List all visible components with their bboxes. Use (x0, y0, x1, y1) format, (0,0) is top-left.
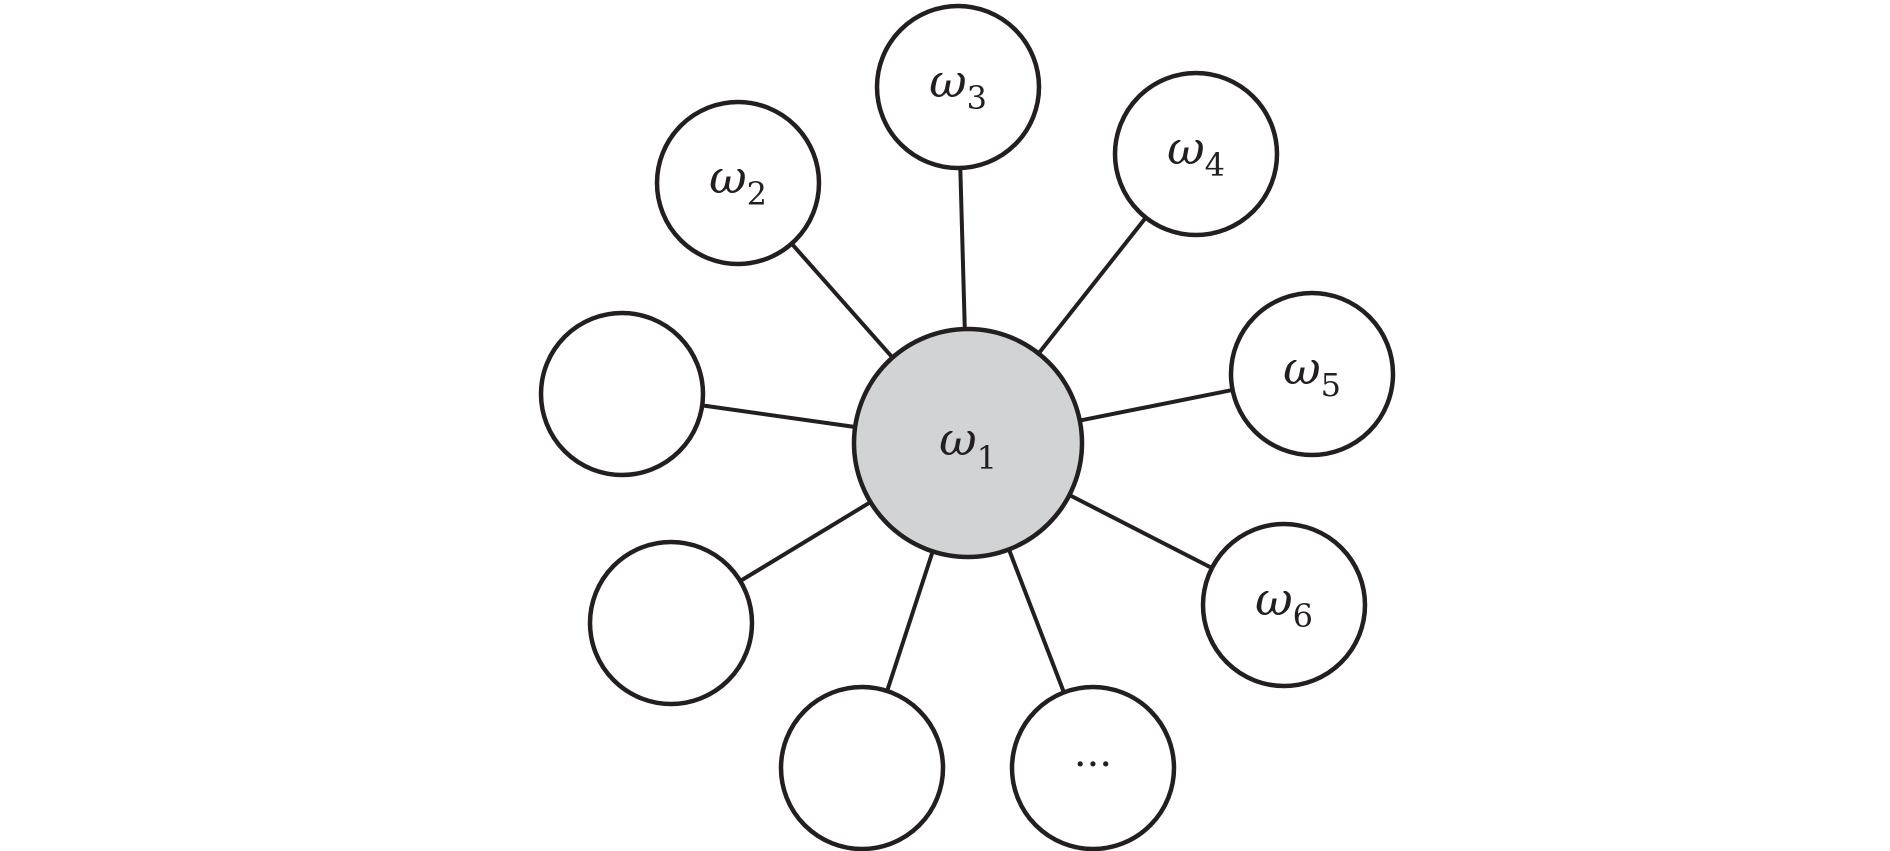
edge-center-to-leaf-7 (885, 549, 935, 693)
leaf-node-1: ω2 (654, 99, 822, 267)
edge-center-to-leaf-9 (700, 403, 858, 429)
leaf-node-circle (587, 539, 755, 707)
node-label: ω3 (929, 54, 987, 117)
node-label: ω5 (1283, 341, 1341, 404)
edge-center-to-leaf-1 (789, 241, 895, 360)
omega-symbol: ω (1283, 341, 1321, 395)
edge-center-to-leaf-5 (1067, 493, 1214, 570)
leaf-node-circle (1228, 290, 1396, 458)
leaf-node-circle (1112, 70, 1280, 238)
omega-symbol: ω (1255, 572, 1293, 626)
node-label: ω6 (1255, 572, 1313, 635)
node-label: ω2 (709, 150, 767, 213)
node-subscript: 4 (1205, 146, 1225, 184)
leaf-node-2: ω3 (874, 3, 1042, 171)
node-subscript: 5 (1321, 366, 1341, 404)
center-node: ω1 (851, 326, 1085, 560)
leaf-node-4: ω5 (1228, 290, 1396, 458)
edge-center-to-leaf-6 (1006, 547, 1066, 695)
omega-symbol: ω (929, 54, 967, 108)
leaf-node-circle (1200, 521, 1368, 689)
omega-symbol: ω (709, 150, 747, 204)
leaf-node-circle (538, 310, 706, 478)
leaf-node-5: ω6 (1200, 521, 1368, 689)
leaf-node-circle (778, 684, 946, 851)
edge-center-to-leaf-2 (958, 166, 967, 331)
omega-symbol: ω (939, 412, 977, 466)
leaf-node-6: ··· (1009, 684, 1177, 851)
node-subscript: 1 (977, 439, 997, 477)
edge-center-to-leaf-8 (738, 500, 873, 583)
leaf-node-8 (587, 539, 755, 707)
leaf-node-9 (538, 310, 706, 478)
node-label: ω1 (939, 412, 997, 477)
edge-center-to-leaf-4 (1077, 387, 1235, 423)
node-subscript: 2 (747, 175, 767, 213)
center-node-circle (851, 326, 1085, 560)
node-subscript: 3 (967, 79, 987, 117)
leaf-node-7 (778, 684, 946, 851)
leaf-node-circle (654, 99, 822, 267)
node-subscript: 6 (1293, 597, 1313, 635)
edges (700, 166, 1235, 695)
edge-center-to-leaf-3 (1036, 215, 1148, 356)
ellipsis-label: ··· (1074, 742, 1112, 788)
omega-symbol: ω (1167, 121, 1205, 175)
node-label: ω4 (1167, 121, 1225, 184)
leaf-node-circle (1009, 684, 1177, 851)
leaf-node-3: ω4 (1112, 70, 1280, 238)
leaf-node-circle (874, 3, 1042, 171)
